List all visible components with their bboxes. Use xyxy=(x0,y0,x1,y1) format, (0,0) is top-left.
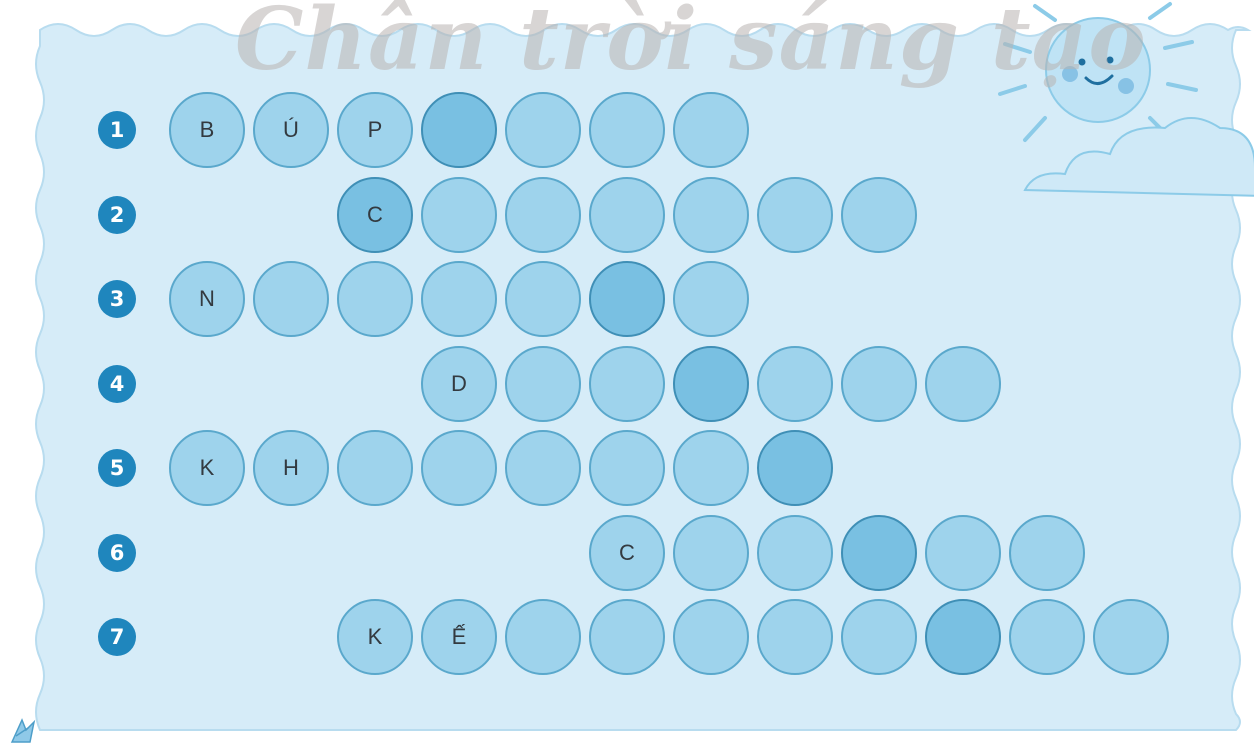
row-number-3: 3 xyxy=(98,280,136,318)
row-7-cell-7[interactable] xyxy=(841,599,917,675)
row-1-cell-6[interactable] xyxy=(589,92,665,168)
row-6-cell-2[interactable] xyxy=(673,515,749,591)
row-7-cell-4[interactable] xyxy=(589,599,665,675)
row-6-cell-1[interactable]: C xyxy=(589,515,665,591)
row-2-cell-6[interactable] xyxy=(757,177,833,253)
row-7-cell-8[interactable] xyxy=(925,599,1001,675)
row-5-cell-7[interactable] xyxy=(673,430,749,506)
row-7-cell-2[interactable]: Ế xyxy=(421,599,497,675)
watermark-text: Chân trời sáng tạo xyxy=(235,0,1005,87)
row-number-2: 2 xyxy=(98,196,136,234)
row-4-cell-6[interactable] xyxy=(841,346,917,422)
row-4-cell-7[interactable] xyxy=(925,346,1001,422)
row-2-cell-7[interactable] xyxy=(841,177,917,253)
row-7-cell-6[interactable] xyxy=(757,599,833,675)
row-3-cell-2[interactable] xyxy=(253,261,329,337)
row-5-cell-1[interactable]: K xyxy=(169,430,245,506)
row-7-cell-3[interactable] xyxy=(505,599,581,675)
row-3-cell-7[interactable] xyxy=(673,261,749,337)
row-1-cell-2[interactable]: Ú xyxy=(253,92,329,168)
row-5-cell-5[interactable] xyxy=(505,430,581,506)
row-5-cell-8[interactable] xyxy=(757,430,833,506)
row-5-cell-4[interactable] xyxy=(421,430,497,506)
row-7-cell-9[interactable] xyxy=(1009,599,1085,675)
row-2-cell-1[interactable]: C xyxy=(337,177,413,253)
row-6-cell-3[interactable] xyxy=(757,515,833,591)
row-5-cell-3[interactable] xyxy=(337,430,413,506)
row-3-cell-3[interactable] xyxy=(337,261,413,337)
row-2-cell-3[interactable] xyxy=(505,177,581,253)
row-number-7: 7 xyxy=(98,618,136,656)
row-1-cell-1[interactable]: B xyxy=(169,92,245,168)
row-number-4: 4 xyxy=(98,365,136,403)
row-6-cell-5[interactable] xyxy=(925,515,1001,591)
row-number-1: 1 xyxy=(98,111,136,149)
row-4-cell-2[interactable] xyxy=(505,346,581,422)
row-4-cell-1[interactable]: D xyxy=(421,346,497,422)
row-number-5: 5 xyxy=(98,449,136,487)
row-7-cell-10[interactable] xyxy=(1093,599,1169,675)
row-3-cell-5[interactable] xyxy=(505,261,581,337)
row-1-cell-7[interactable] xyxy=(673,92,749,168)
corner-logo-icon xyxy=(8,716,38,746)
row-1-cell-3[interactable]: P xyxy=(337,92,413,168)
row-4-cell-5[interactable] xyxy=(757,346,833,422)
row-3-cell-6[interactable] xyxy=(589,261,665,337)
row-6-cell-6[interactable] xyxy=(1009,515,1085,591)
row-3-cell-4[interactable] xyxy=(421,261,497,337)
row-4-cell-3[interactable] xyxy=(589,346,665,422)
row-2-cell-4[interactable] xyxy=(589,177,665,253)
row-6-cell-4[interactable] xyxy=(841,515,917,591)
row-7-cell-5[interactable] xyxy=(673,599,749,675)
row-number-6: 6 xyxy=(98,534,136,572)
row-2-cell-5[interactable] xyxy=(673,177,749,253)
row-5-cell-2[interactable]: H xyxy=(253,430,329,506)
row-5-cell-6[interactable] xyxy=(589,430,665,506)
row-2-cell-2[interactable] xyxy=(421,177,497,253)
row-3-cell-1[interactable]: N xyxy=(169,261,245,337)
row-1-cell-5[interactable] xyxy=(505,92,581,168)
row-7-cell-1[interactable]: K xyxy=(337,599,413,675)
row-1-cell-4[interactable] xyxy=(421,92,497,168)
row-4-cell-4[interactable] xyxy=(673,346,749,422)
